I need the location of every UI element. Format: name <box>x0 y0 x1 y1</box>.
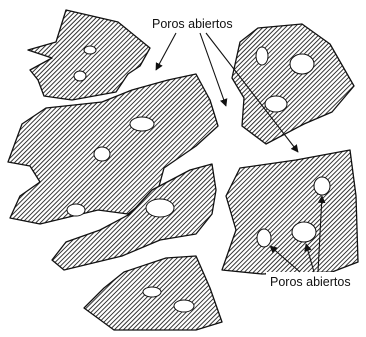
pore <box>174 300 194 312</box>
pore <box>94 147 110 161</box>
pore <box>143 287 161 297</box>
pore <box>130 117 154 131</box>
grain-top-left <box>28 10 150 100</box>
grain-bottom <box>84 256 222 330</box>
pore <box>67 204 85 216</box>
grain-bottom-right <box>222 150 358 274</box>
pore <box>292 222 316 242</box>
pore <box>74 71 86 81</box>
pore <box>256 47 268 65</box>
pore <box>265 96 287 112</box>
pore <box>84 46 96 54</box>
pore <box>257 229 271 247</box>
pore <box>290 54 314 74</box>
grain-top-right <box>232 24 354 144</box>
label-open-pores-top: Poros abiertos <box>152 17 233 31</box>
pore <box>146 199 174 217</box>
arrow <box>156 33 176 70</box>
label-open-pores-bottom: Poros abiertos <box>270 275 351 289</box>
pore <box>314 177 330 195</box>
